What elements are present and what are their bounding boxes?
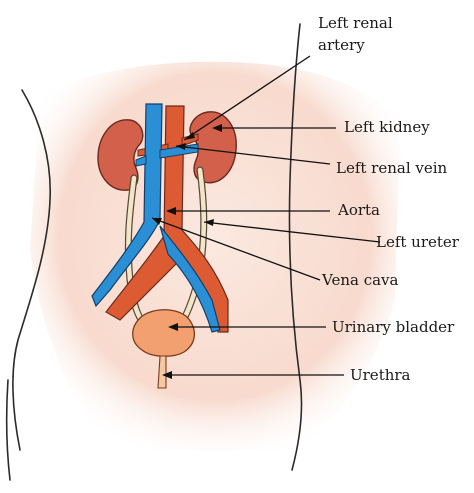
label-left-ureter: Left ureter: [376, 233, 460, 251]
labels: Left renal artery Left kidney Left renal…: [318, 14, 460, 384]
label-vena-cava: Vena cava: [321, 271, 399, 289]
label-left-kidney: Left kidney: [344, 118, 430, 136]
leader-vena-cava: [151, 217, 321, 281]
arrowhead-left-renal-vein: [176, 143, 186, 150]
label-left-renal-vein: Left renal vein: [336, 159, 448, 177]
arrowhead-urinary-bladder: [168, 323, 178, 331]
arrowhead-aorta: [166, 207, 176, 215]
kidneys: [97, 111, 237, 191]
right-renal-vein: [135, 155, 147, 167]
torso-left-outline: [12, 89, 52, 451]
label-left-renal-artery-line1: Left renal: [318, 14, 393, 32]
torso-bottom-left-outline: [5, 379, 11, 481]
leader-left-ureter: [203, 221, 381, 243]
label-urethra: Urethra: [350, 366, 411, 384]
arrowhead-urethra: [162, 371, 172, 379]
veins: [91, 103, 221, 333]
label-urinary-bladder: Urinary bladder: [332, 318, 455, 336]
vena-cava-left-branch: [159, 225, 221, 333]
label-left-renal-artery-line2: artery: [318, 36, 365, 54]
bladder-group: [132, 309, 195, 389]
vena-cava-vessel: [91, 103, 163, 308]
leader-left-renal-vein: [175, 145, 331, 165]
arrowhead-left-kidney: [212, 124, 222, 132]
right-ureter-fill: [126, 175, 149, 329]
leader-lines: [151, 55, 381, 379]
arrowhead-left-renal-artery: [184, 132, 195, 140]
arrowhead-vena-cava: [152, 218, 162, 225]
left-kidney: [189, 111, 237, 184]
label-aorta: Aorta: [337, 201, 380, 219]
torso-right-outline: [288, 23, 303, 471]
urethra-tube: [157, 355, 167, 389]
urinary-bladder-organ: [132, 309, 195, 357]
right-kidney: [97, 119, 144, 191]
arrowhead-left-ureter: [204, 219, 214, 226]
leader-left-renal-artery: [183, 55, 311, 141]
